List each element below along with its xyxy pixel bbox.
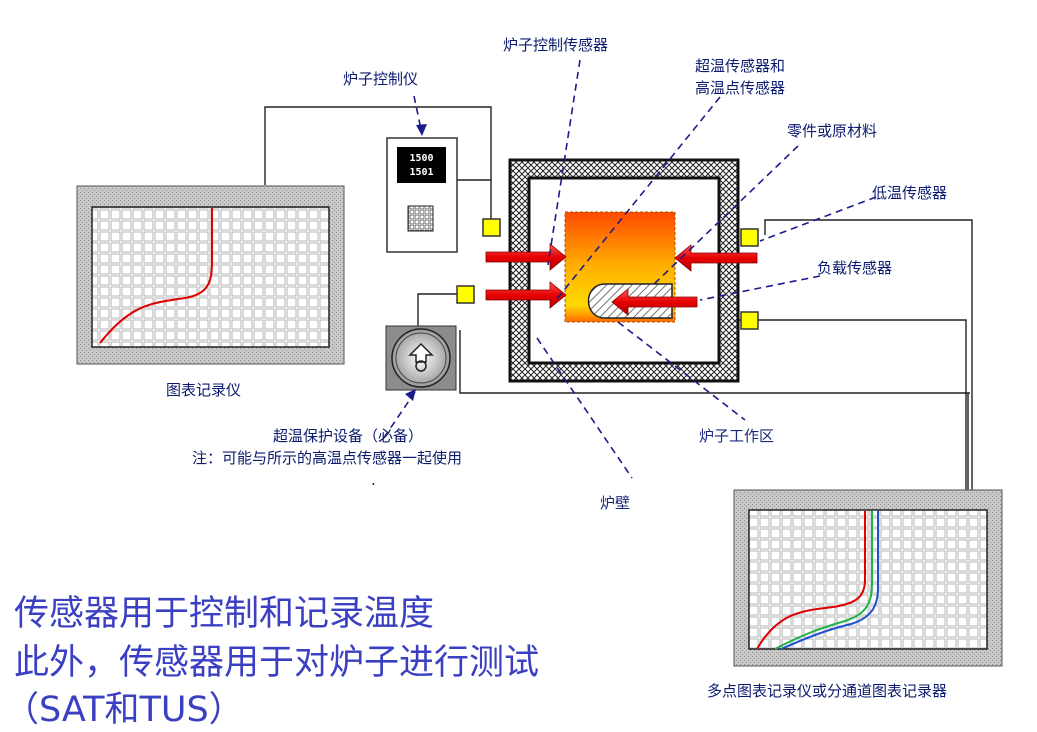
leader-control-sensor <box>547 59 581 266</box>
chart-recorder-left <box>76 185 345 365</box>
wire-load-sensor-multipoint <box>690 319 967 490</box>
label-load-sensor: 负载传感器 <box>817 259 893 277</box>
arrow-overtemp <box>485 281 567 309</box>
arrow-low <box>674 244 758 272</box>
wire-recorder-to-controller <box>264 106 492 227</box>
trace-green <box>774 511 873 650</box>
display-line2: 1501 <box>409 167 433 178</box>
leader-overtemp-device <box>380 391 416 443</box>
label-controller: 炉子控制仪 <box>343 70 419 88</box>
label-chart-recorder: 图表记录仪 <box>166 381 242 399</box>
furnace <box>508 158 740 383</box>
label-over-temp-sensor-1: 超温传感器和 <box>695 57 786 75</box>
wire-overtemp-bottom <box>459 330 970 394</box>
summary-line2: 此外，传感器用于对炉子进行测试 <box>14 643 540 683</box>
wire-overtemp-to-sensor <box>417 293 460 330</box>
sensor-control <box>482 218 501 237</box>
over-temp-device <box>385 325 457 391</box>
label-part-material: 零件或原材料 <box>787 122 878 140</box>
label-control-sensor: 炉子控制传感器 <box>503 36 609 54</box>
label-over-temp-device-2: 注：可能与所示的高温点传感器一起使用 <box>192 449 463 467</box>
leader-lines <box>380 59 877 479</box>
leader-furnace-wall <box>536 337 633 479</box>
sensors <box>456 218 759 330</box>
leader-arrowheads <box>405 124 427 401</box>
leader-load-sensor <box>699 275 821 301</box>
trace-blue <box>780 511 879 650</box>
label-work-zone: 炉子工作区 <box>699 427 775 445</box>
sensor-load <box>740 311 759 330</box>
recorder-trace <box>99 208 213 344</box>
leader-low-sensor <box>759 196 877 242</box>
wire-low-sensor-multipoint <box>764 219 973 490</box>
wiring <box>264 106 973 490</box>
sensor-overtemp <box>456 285 475 304</box>
arrowhead-overtemp-device <box>405 389 416 401</box>
leader-work-zone <box>617 321 746 421</box>
label-stray-dot: . <box>371 471 376 489</box>
leader-overtemp-sensor <box>555 96 721 301</box>
summary-line1: 传感器用于控制和记录温度 <box>14 594 435 634</box>
chart-recorder-multipoint <box>733 489 1003 667</box>
leader-controller <box>413 95 423 135</box>
arrow-load <box>611 288 698 316</box>
label-furnace-wall: 炉壁 <box>600 494 631 512</box>
keypad <box>407 205 434 232</box>
label-multipoint-recorder: 多点图表记录仪或分通道图表记录器 <box>707 682 948 700</box>
arrowhead-controller <box>416 124 427 136</box>
trace-red <box>756 511 866 650</box>
leader-part <box>651 145 799 287</box>
label-over-temp-device-1: 超温保护设备（必备） <box>273 427 424 445</box>
label-low-temp-sensor: 低温传感器 <box>872 184 948 202</box>
summary-line3: （SAT和TUS） <box>4 690 244 730</box>
sensor-low <box>740 228 759 247</box>
label-over-temp-sensor-2: 高温点传感器 <box>695 79 786 97</box>
furnace-controller: 1500 1501 <box>386 137 458 253</box>
display-line1: 1500 <box>409 153 433 164</box>
